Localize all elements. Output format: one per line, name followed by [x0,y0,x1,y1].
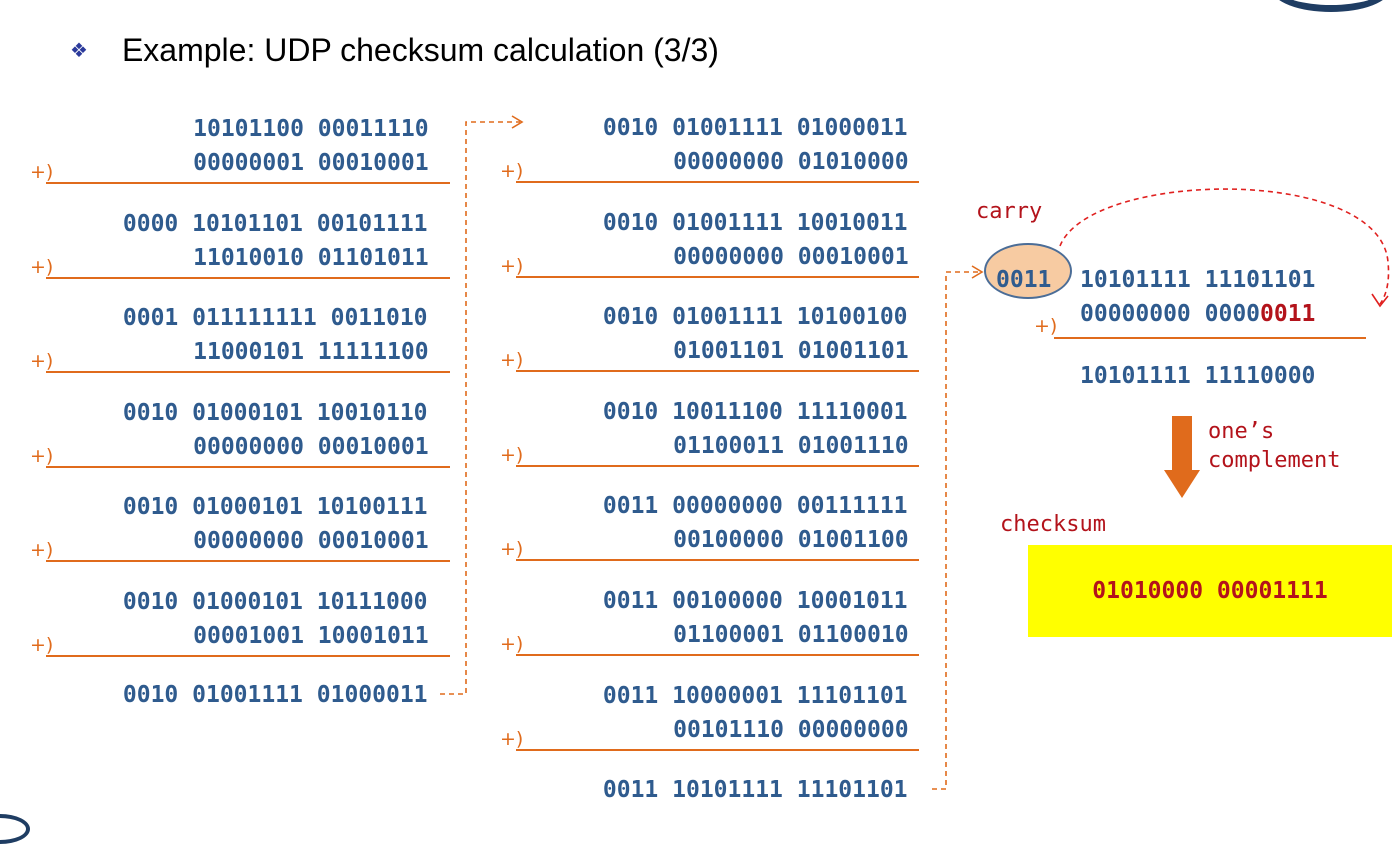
operand-add: 00000001 00010001 [193,150,429,176]
operand-top: 0010 01001111 01000011 [602,115,908,141]
plus-operator: +) [30,634,54,656]
operand-top: 10101100 00011110 [193,116,429,142]
connector-col2-to-col3 [932,271,980,790]
sum-rule [516,559,919,562]
carry-label: carry [976,199,1043,224]
plus-operator: +) [30,444,54,467]
sum-rule [46,655,450,657]
carry-wrap-curve [1059,188,1390,305]
operand-top: 0010 01001111 10100100 [602,304,908,331]
operand-top: 0010 01000101 10100111 [122,494,428,521]
connector-col1-arrowhead [511,115,524,129]
plus-operator: +) [500,727,524,750]
checksum-label: checksum [1000,512,1106,537]
connector-col1-to-col2 [440,121,520,695]
sum-rule [46,465,450,468]
operand-add: 00000000 00010001 [193,433,429,460]
sum-rule [46,371,450,374]
carry-addend-plain: 00000000 0000 [1080,301,1261,327]
sum-rule [46,560,450,563]
operand-add: 01100001 01100010 [673,622,909,648]
operand-top: 0011 00100000 10001011 [602,588,908,614]
operand-add: 11010010 01101011 [193,244,429,271]
plus-operator: +) [500,443,524,466]
carry-oval [984,243,1072,299]
plus-operator: +) [500,349,524,372]
operand-add: 00101110 00000000 [673,716,909,743]
title-text: Example: UDP checksum calculation (3/3) [121,32,719,68]
carry-addend: 00000000 00000011 [1080,303,1315,326]
sum-rule [46,182,450,184]
slide-title: ❖ Example: UDP checksum calculation (3/3… [70,32,719,69]
operand-add: 00001001 10001011 [193,623,429,649]
operand-add: 00100000 01001100 [673,527,909,554]
operand-add: 01100011 01001110 [673,432,909,459]
plus-operator: +) [500,160,524,182]
operand-add: 11000101 11111100 [193,339,429,366]
operand-top: 0010 01001111 10010011 [602,209,908,236]
checksum-box: 01010000 00001111 [1028,545,1392,637]
diamond-bullet-icon: ❖ [70,40,88,62]
sum-rule [516,748,919,751]
plus-operator: +) [500,633,524,655]
sum-rule [516,654,919,656]
sum-rule [46,276,450,279]
connector-arrows [440,115,1390,790]
plus-operator: +) [500,538,524,561]
ones-complement-label: one’s complement [1208,419,1341,473]
operand-top: 0010 01000101 10111000 [122,589,428,615]
final-sum-top: 10101111 11101101 [1080,267,1316,293]
operand-top: 0001 011111111 0011010 [122,305,428,332]
carry-wrap-arrowhead [1371,293,1389,308]
operand-top: 0010 10011100 11110001 [602,398,908,425]
plus-operator: +) [30,255,54,278]
operand-add: 00000000 01010000 [673,149,909,175]
sum-rule [516,275,919,278]
operand-top: 0000 10101101 00101111 [122,210,428,237]
plus-operator: +) [30,539,54,562]
operand-top: 0011 10000001 11101101 [602,682,908,709]
plus-operator: +) [30,161,54,183]
sum-rule [516,181,919,183]
plus-operator: +) [30,350,54,373]
carry-bits: 0011 [996,267,1052,293]
sum-rule [1054,337,1366,339]
operand-add: 01001101 01001101 [673,338,909,365]
down-arrow-icon [1164,416,1200,498]
column-result: 0010 01001111 01000011 [122,682,428,708]
operand-add: 00000000 00010001 [193,528,429,555]
connector-col2-arrowhead [971,265,984,279]
wrapped-sum: 10101111 11110000 [1080,363,1316,389]
sum-rule [516,370,919,373]
plus-operator: +) [1034,315,1058,337]
operand-top: 0010 01000101 10010110 [122,399,428,426]
plus-operator: +) [500,254,524,277]
checksum-value: 01010000 00001111 [1092,578,1328,604]
operand-top: 0011 00000000 00111111 [602,493,908,520]
carry-addend-highlight: 0011 [1260,301,1316,327]
sum-rule [516,464,919,467]
column-result: 0011 10101111 11101101 [602,777,908,803]
operand-add: 00000000 00010001 [673,243,909,270]
